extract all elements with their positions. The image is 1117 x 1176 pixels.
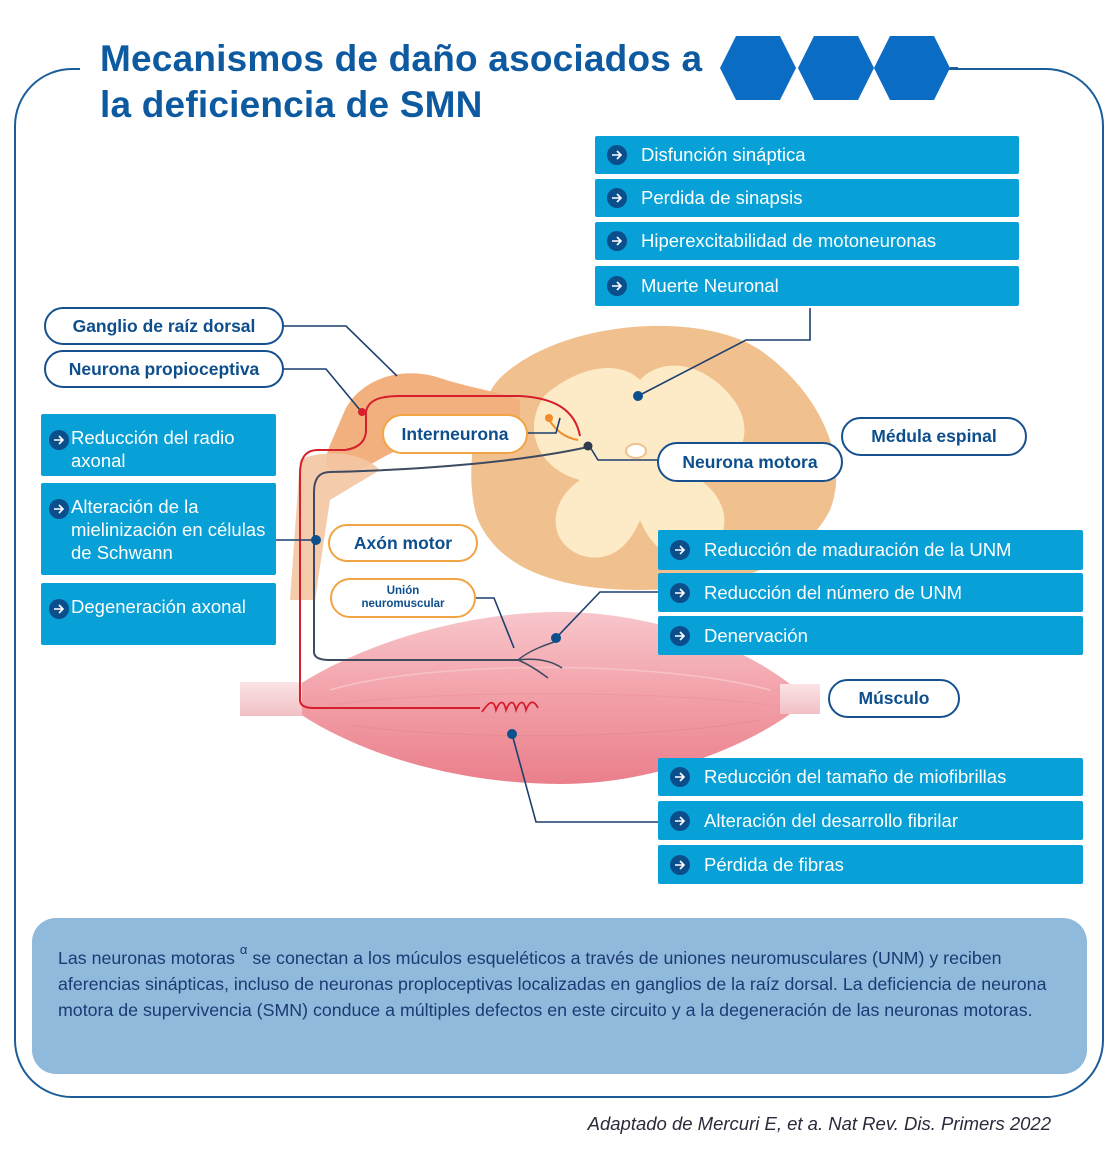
axon-effect-item: Degeneración axonal — [41, 583, 276, 645]
muscle-effect-item: Alteración del desarrollo fibrilar — [658, 801, 1083, 840]
hexagon-decoration — [720, 36, 958, 100]
neuron-effect-item: Hiperexcitabilidad de motoneuronas — [595, 222, 1019, 260]
explanation-note: Las neuronas motoras α se conectan a los… — [32, 918, 1087, 1074]
arrow-right-icon — [49, 499, 69, 519]
arrow-right-icon — [670, 540, 690, 560]
label-neurona-motora: Neurona motora — [657, 442, 843, 482]
arrow-right-icon — [607, 145, 627, 165]
neuron-effect-label: Muerte Neuronal — [641, 275, 779, 296]
neuron-effect-item: Perdida de sinapsis — [595, 179, 1019, 217]
neuron-effect-item: Muerte Neuronal — [595, 266, 1019, 306]
arrow-right-icon — [49, 599, 69, 619]
axon-effect-item: Alteración de la mielinización en célula… — [41, 483, 276, 575]
note-text-rest: se conectan a los múculos esqueléticos a… — [58, 947, 1047, 1020]
arrow-right-icon — [670, 810, 690, 831]
nmj-effect-item: Denervación — [658, 616, 1083, 655]
arrow-right-icon — [607, 276, 627, 296]
label-ganglio: Ganglio de raíz dorsal — [44, 307, 284, 345]
axon-effect-label: Alteración de la mielinización en célula… — [71, 496, 266, 563]
arrow-right-icon — [670, 854, 690, 875]
label-musculo: Músculo — [828, 679, 960, 718]
label-neurona-propioceptiva: Neurona propioceptiva — [44, 350, 284, 388]
arrow-right-icon — [670, 767, 690, 787]
muscle-effect-item: Reducción del tamaño de miofibrillas — [658, 758, 1083, 796]
neuron-effect-item: Disfunción sináptica — [595, 136, 1019, 174]
alpha-symbol: α — [239, 942, 248, 957]
arrow-right-icon — [607, 231, 627, 251]
arrow-right-icon — [607, 188, 627, 208]
muscle-effect-label: Reducción del tamaño de miofibrillas — [704, 766, 1007, 787]
arrow-right-icon — [49, 430, 69, 450]
label-union-neuromuscular: Unión neuromuscular — [330, 578, 476, 618]
muscle-effect-item: Pérdida de fibras — [658, 845, 1083, 884]
nmj-effect-item: Reducción del número de UNM — [658, 573, 1083, 612]
neuron-effect-label: Hiperexcitabilidad de motoneuronas — [641, 230, 937, 251]
axon-effect-item: Reducción del radio axonal — [41, 414, 276, 476]
nmj-effect-label: Reducción de maduración de la UNM — [704, 539, 1012, 560]
nmj-effect-label: Reducción del número de UNM — [704, 581, 963, 603]
arrow-right-icon — [670, 582, 690, 603]
muscle-effect-label: Alteración del desarrollo fibrilar — [704, 809, 958, 831]
label-axon-motor: Axón motor — [328, 524, 478, 562]
frame-gap — [80, 58, 720, 80]
muscle-shape — [240, 612, 820, 784]
axon-effect-label: Degeneración axonal — [71, 596, 246, 617]
label-interneurona: Interneurona — [382, 414, 528, 454]
arrow-right-icon — [670, 625, 690, 646]
source-citation: Adaptado de Mercuri E, et a. Nat Rev. Di… — [587, 1113, 1051, 1134]
muscle-effect-label: Pérdida de fibras — [704, 853, 844, 875]
page-title: Mecanismos de daño asociados a la defici… — [100, 38, 703, 125]
note-text-start: Las neuronas motoras — [58, 947, 240, 968]
neuron-effect-label: Perdida de sinapsis — [641, 187, 803, 208]
label-medula-espinal: Médula espinal — [841, 417, 1027, 456]
axon-effect-label: Reducción del radio axonal — [71, 427, 235, 471]
nmj-effect-item: Reducción de maduración de la UNM — [658, 530, 1083, 570]
nmj-effect-label: Denervación — [704, 624, 808, 646]
spinal-cord-shape — [290, 325, 837, 600]
neuron-effect-label: Disfunción sináptica — [641, 144, 806, 165]
